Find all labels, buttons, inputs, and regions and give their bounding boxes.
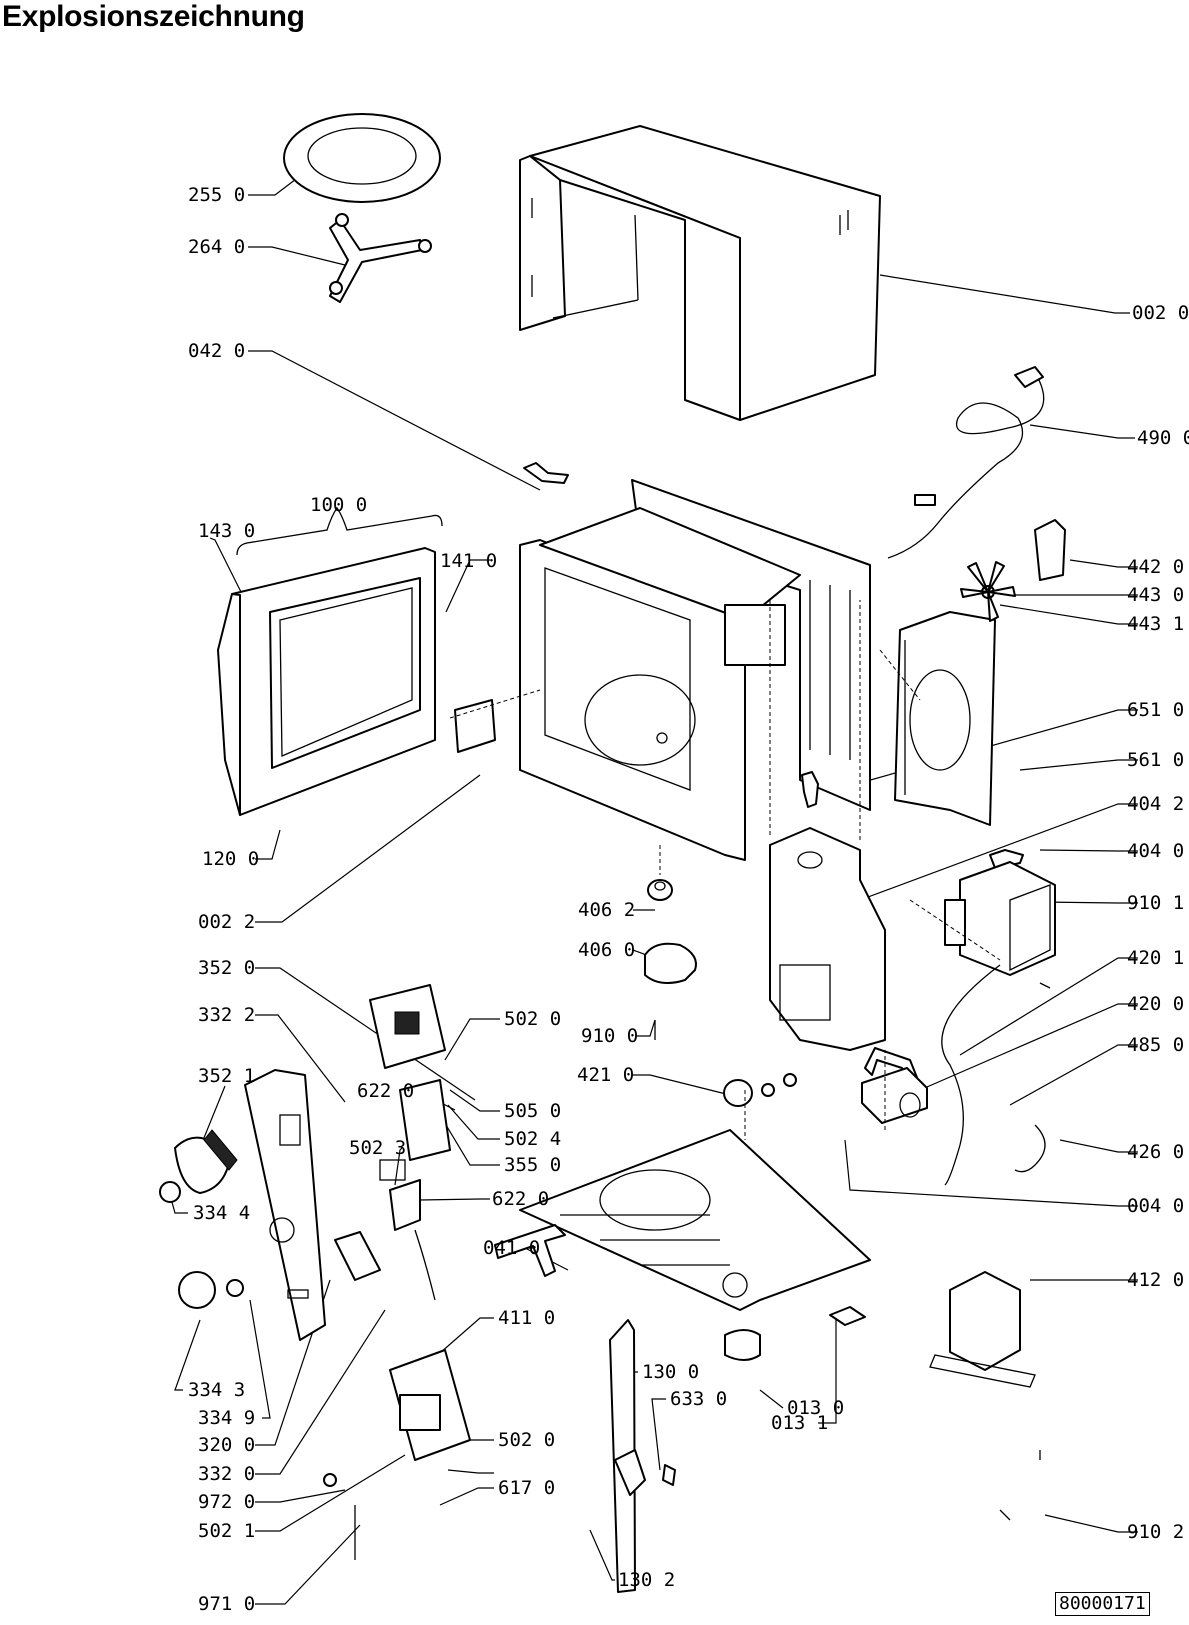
- magnetron: [929, 1271, 1036, 1388]
- label-334-9: 334 9: [198, 1407, 256, 1429]
- page-title: Explosionszeichnung: [2, 0, 305, 33]
- label-334-3: 334 3: [188, 1379, 246, 1401]
- outer-casing: [519, 125, 881, 421]
- label-617-0: 617 0: [498, 1477, 556, 1499]
- label-004-0: 004 0: [1127, 1195, 1185, 1217]
- label-352-1: 352 1: [198, 1065, 256, 1087]
- label-002-0: 002 0: [1132, 302, 1189, 324]
- label-502-3: 502 3: [349, 1137, 407, 1159]
- label-502-1: 502 1: [198, 1520, 256, 1542]
- label-502-0-a: 502 0: [504, 1008, 562, 1030]
- label-420-1: 420 1: [1127, 947, 1185, 969]
- roller-support: [329, 213, 432, 303]
- foot-013-0: [724, 1329, 761, 1361]
- alignment-lines: [449, 600, 1001, 1140]
- thermal-bracket: [1034, 519, 1066, 581]
- label-100-0: 100 0: [310, 494, 368, 516]
- label-502-0-b: 502 0: [498, 1429, 556, 1451]
- label-411-0: 411 0: [498, 1307, 556, 1329]
- label-443-0: 443 0: [1127, 584, 1185, 606]
- label-404-2: 404 2: [1127, 793, 1185, 815]
- label-002-2: 002 2: [198, 911, 256, 933]
- label-412-0: 412 0: [1127, 1269, 1185, 1291]
- control-board: [369, 984, 451, 1301]
- door-assembly: [217, 506, 443, 816]
- screw-910-2: [999, 1450, 1041, 1521]
- label-443-1: 443 1: [1127, 613, 1185, 635]
- label-120-0: 120 0: [202, 848, 260, 870]
- label-622-0-b: 622 0: [492, 1188, 550, 1210]
- label-406-0: 406 0: [578, 939, 636, 961]
- label-442-0: 442 0: [1127, 556, 1185, 578]
- label-041-0: 041 0: [483, 1237, 541, 1259]
- label-910-1: 910 1: [1127, 892, 1185, 914]
- cover-plate: [454, 699, 496, 753]
- label-910-0: 910 0: [581, 1025, 639, 1047]
- power-cord: [887, 366, 1045, 559]
- waveguide: [769, 827, 886, 1051]
- screw-910-1: [1039, 982, 1051, 989]
- label-910-2: 910 2: [1127, 1521, 1185, 1543]
- latch-041: [494, 1224, 566, 1277]
- label-622-0-a: 622 0: [357, 1080, 415, 1102]
- foot-013-1: [829, 1306, 866, 1326]
- label-633-0: 633 0: [670, 1388, 728, 1410]
- base-plate: [519, 1129, 871, 1311]
- label-013-1: 013 1: [771, 1412, 829, 1434]
- hinge-bracket: [609, 1319, 676, 1593]
- label-130-0: 130 0: [642, 1361, 700, 1383]
- fuse-holder: [723, 1073, 797, 1107]
- oven-cavity: [519, 479, 871, 861]
- label-505-0: 505 0: [504, 1100, 562, 1122]
- label-404-0: 404 0: [1127, 840, 1185, 862]
- label-320-0: 320 0: [198, 1434, 256, 1456]
- high-voltage-transformer: [944, 861, 1056, 976]
- label-042-0: 042 0: [188, 340, 246, 362]
- label-130-2: 130 2: [618, 1569, 676, 1591]
- label-485-0: 485 0: [1127, 1034, 1185, 1056]
- thermostat-651: [801, 771, 819, 808]
- hv-diode-wire: [941, 964, 1001, 1186]
- label-352-0: 352 0: [198, 957, 256, 979]
- turntable-motor: [644, 845, 697, 985]
- wire-426: [1014, 1124, 1046, 1173]
- label-334-4: 334 4: [193, 1202, 251, 1224]
- label-502-4: 502 4: [504, 1128, 562, 1150]
- label-972-0: 972 0: [198, 1491, 256, 1513]
- knobs: [159, 1129, 244, 1309]
- label-141-0: 141 0: [440, 550, 498, 572]
- label-426-0: 426 0: [1127, 1141, 1185, 1163]
- relay-board: [323, 1349, 471, 1560]
- fan-blade: [960, 561, 1016, 622]
- leader-lines: [169, 175, 1138, 1605]
- bracket-042: [523, 462, 569, 484]
- label-971-0: 971 0: [198, 1593, 256, 1615]
- hv-capacitor: [861, 1067, 928, 1124]
- label-561-0: 561 0: [1127, 749, 1185, 771]
- label-406-2: 406 2: [578, 899, 636, 921]
- door-switch: [334, 1231, 381, 1281]
- label-421-0: 421 0: [577, 1064, 635, 1086]
- label-255-0: 255 0: [188, 184, 246, 206]
- document-number: 80000171: [1055, 1592, 1150, 1616]
- fan-shroud: [894, 611, 996, 826]
- label-651-0: 651 0: [1127, 699, 1185, 721]
- label-013-0: 013 0: [787, 1397, 845, 1419]
- label-264-0: 264 0: [188, 236, 246, 258]
- label-490-0: 490 0: [1137, 427, 1189, 449]
- label-355-0: 355 0: [504, 1154, 562, 1176]
- turntable-plate: [283, 113, 441, 203]
- label-143-0: 143 0: [198, 520, 256, 542]
- label-420-0: 420 0: [1127, 993, 1185, 1015]
- label-332-0: 332 0: [198, 1463, 256, 1485]
- label-332-2: 332 2: [198, 1004, 256, 1026]
- control-panel: [244, 1069, 326, 1341]
